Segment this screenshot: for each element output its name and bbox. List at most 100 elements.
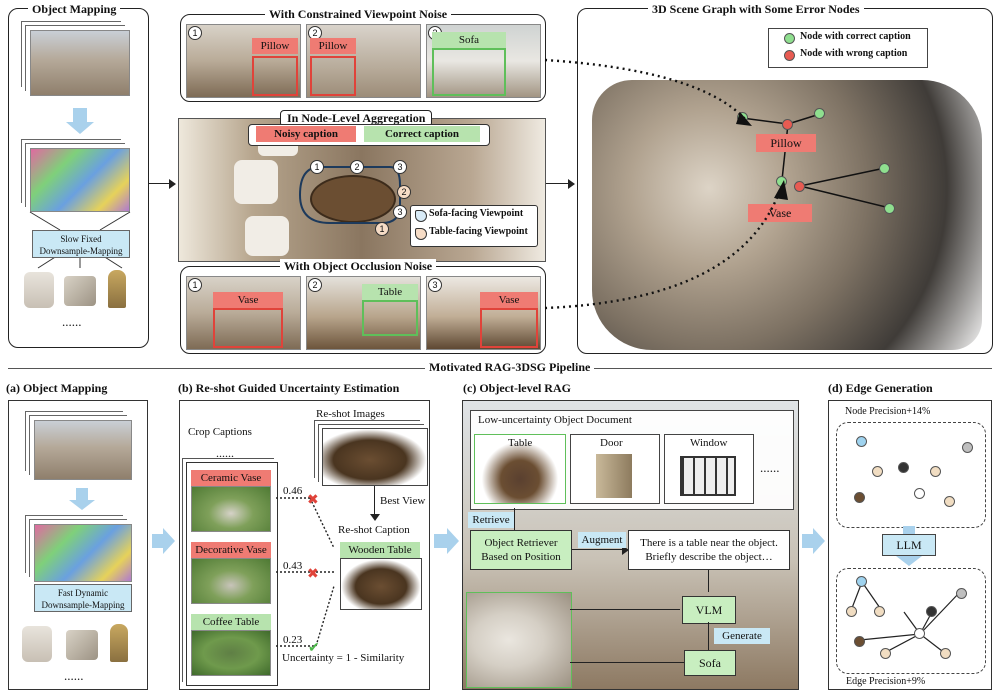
occlusion-tag-vase-1: Vase [213, 292, 283, 308]
node-before-1 [856, 436, 867, 447]
door-shape [596, 454, 632, 498]
occ-number-2: 2 [308, 278, 322, 292]
path-point-2b: 2 [397, 185, 411, 199]
node-before-3 [872, 466, 883, 477]
constrained-box-2 [310, 56, 356, 96]
constrained-tag-pillow-1: Pillow [252, 38, 298, 54]
c-title: (c) Object-level RAG [463, 381, 571, 396]
node-after-2 [956, 588, 967, 599]
similarity-lines: ✖ ✖ ✔ [276, 491, 335, 655]
crop-image-1 [191, 486, 271, 532]
node-after-8 [880, 648, 891, 659]
down-arrow-head [66, 122, 94, 134]
constrained-box-3 [432, 48, 506, 96]
a-pillow-thumb [66, 630, 98, 660]
down-arrow [73, 108, 87, 124]
doc-ellipsis: ...... [760, 460, 780, 475]
generate-label: Generate [714, 628, 770, 644]
graph-node-sofa-right [814, 108, 825, 119]
node-after-6 [914, 628, 925, 639]
caption-decorative-vase: Decorative Vase [191, 542, 271, 558]
occlusion-box-2 [362, 300, 418, 336]
doc-door-label: Door [600, 437, 623, 449]
node-after-9 [940, 648, 951, 659]
node-before-2 [962, 442, 973, 453]
retrieve-arrow [514, 508, 515, 530]
best-view-arrow-head [370, 514, 380, 521]
noisy-caption-tag: Noisy caption [256, 126, 356, 142]
score-023: 0.23 [283, 634, 303, 646]
node-after-7 [854, 636, 865, 647]
wooden-table-tag: Wooden Table [340, 542, 420, 558]
occlusion-tag-table: Table [362, 284, 418, 300]
nodes-after-box [836, 568, 986, 674]
d-title: (d) Edge Generation [828, 381, 933, 396]
graph-vase-label: Vase [748, 204, 812, 222]
graph-node-pillow-wrong [782, 119, 793, 130]
segmentation-frames-stack [30, 148, 130, 212]
left-armchair-topdown [234, 160, 278, 204]
b-panel [179, 400, 430, 690]
object-plant-thumb [108, 270, 126, 308]
node-after-1 [856, 576, 867, 587]
doc-window-label: Window [690, 437, 728, 449]
occlusion-title: With Object Occlusion Noise [280, 259, 437, 274]
occlusion-box-3 [480, 308, 538, 348]
constrained-viewpoint-title: With Constrained Viewpoint Noise [265, 7, 452, 22]
table-viewpoint-icon [415, 228, 427, 240]
edge-precision-label: Edge Precision+9% [846, 676, 926, 687]
caption-ceramic-vase: Ceramic Vase [191, 470, 271, 486]
llm-down-arrow-head [896, 556, 922, 566]
sofa-viewpoint-label: Sofa-facing Viewpoint [429, 208, 524, 219]
vlm-box: VLM [682, 596, 736, 624]
slow-mapping-box: Slow Fixed Downsample-Mapping [32, 230, 130, 258]
node-before-6 [854, 492, 865, 503]
legend-wrong-dot [784, 50, 795, 61]
augment-arrow-head [622, 545, 629, 555]
reshot-caption-label: Re-shot Caption [338, 524, 410, 536]
occ-number-1: 1 [188, 278, 202, 292]
constrained-view-2 [306, 24, 421, 98]
vlm-to-sofa-arrow [708, 622, 709, 650]
objects-ellipsis: ...... [62, 314, 82, 329]
path-point-1b: 1 [375, 222, 389, 236]
best-view-arrow [374, 486, 375, 516]
a-down-arrow [76, 488, 88, 502]
path-point-1a: 1 [310, 160, 324, 174]
sofa-box: Sofa [684, 650, 736, 676]
uncertainty-formula: Uncertainty = 1 - Similarity [282, 652, 405, 664]
constrained-view-1 [186, 24, 301, 98]
legend-box [768, 28, 928, 68]
retrieve-label: Retrieve [468, 512, 514, 528]
arrow-b-to-c-head [447, 528, 459, 554]
occlusion-tag-vase-2: Vase [480, 292, 538, 308]
node-after-5 [926, 606, 937, 617]
a-panel [8, 400, 148, 690]
path-point-3b: 3 [393, 205, 407, 219]
svg-text:✖: ✖ [307, 491, 319, 507]
a-seg-stack [34, 524, 132, 582]
b-title: (b) Re-shot Guided Uncertainty Estimatio… [178, 381, 400, 396]
arrow-to-graph-head [568, 179, 575, 189]
doc-title: Low-uncertainty Object Document [478, 414, 632, 426]
object-chair-thumb [24, 272, 54, 308]
crop-captions-label: Crop Captions [188, 426, 252, 438]
query-to-vlm-arrow [570, 609, 680, 610]
score-043: 0.43 [283, 560, 303, 572]
prompt-box: There is a table near the object. Briefl… [628, 530, 790, 570]
arrow-a-to-b [152, 534, 164, 548]
llm-down-arrow-1 [903, 526, 915, 536]
augment-label: Augment [578, 532, 626, 548]
a-down-arrow-head [69, 500, 95, 510]
node-after-3 [846, 606, 857, 617]
arrow-c-to-d-head [813, 528, 825, 554]
doc-table-card [474, 434, 566, 504]
crop-ellipsis: ...... [216, 446, 234, 460]
svg-text:✖: ✖ [307, 565, 319, 581]
reshot-images-label: Re-shot Images [316, 408, 385, 420]
arrow-a-to-b-head [163, 528, 175, 554]
path-point-2a: 2 [350, 160, 364, 174]
svg-text:✔: ✔ [308, 639, 320, 655]
arrow-to-aggregation-head [169, 179, 176, 189]
scene-graph-edges [741, 113, 891, 209]
